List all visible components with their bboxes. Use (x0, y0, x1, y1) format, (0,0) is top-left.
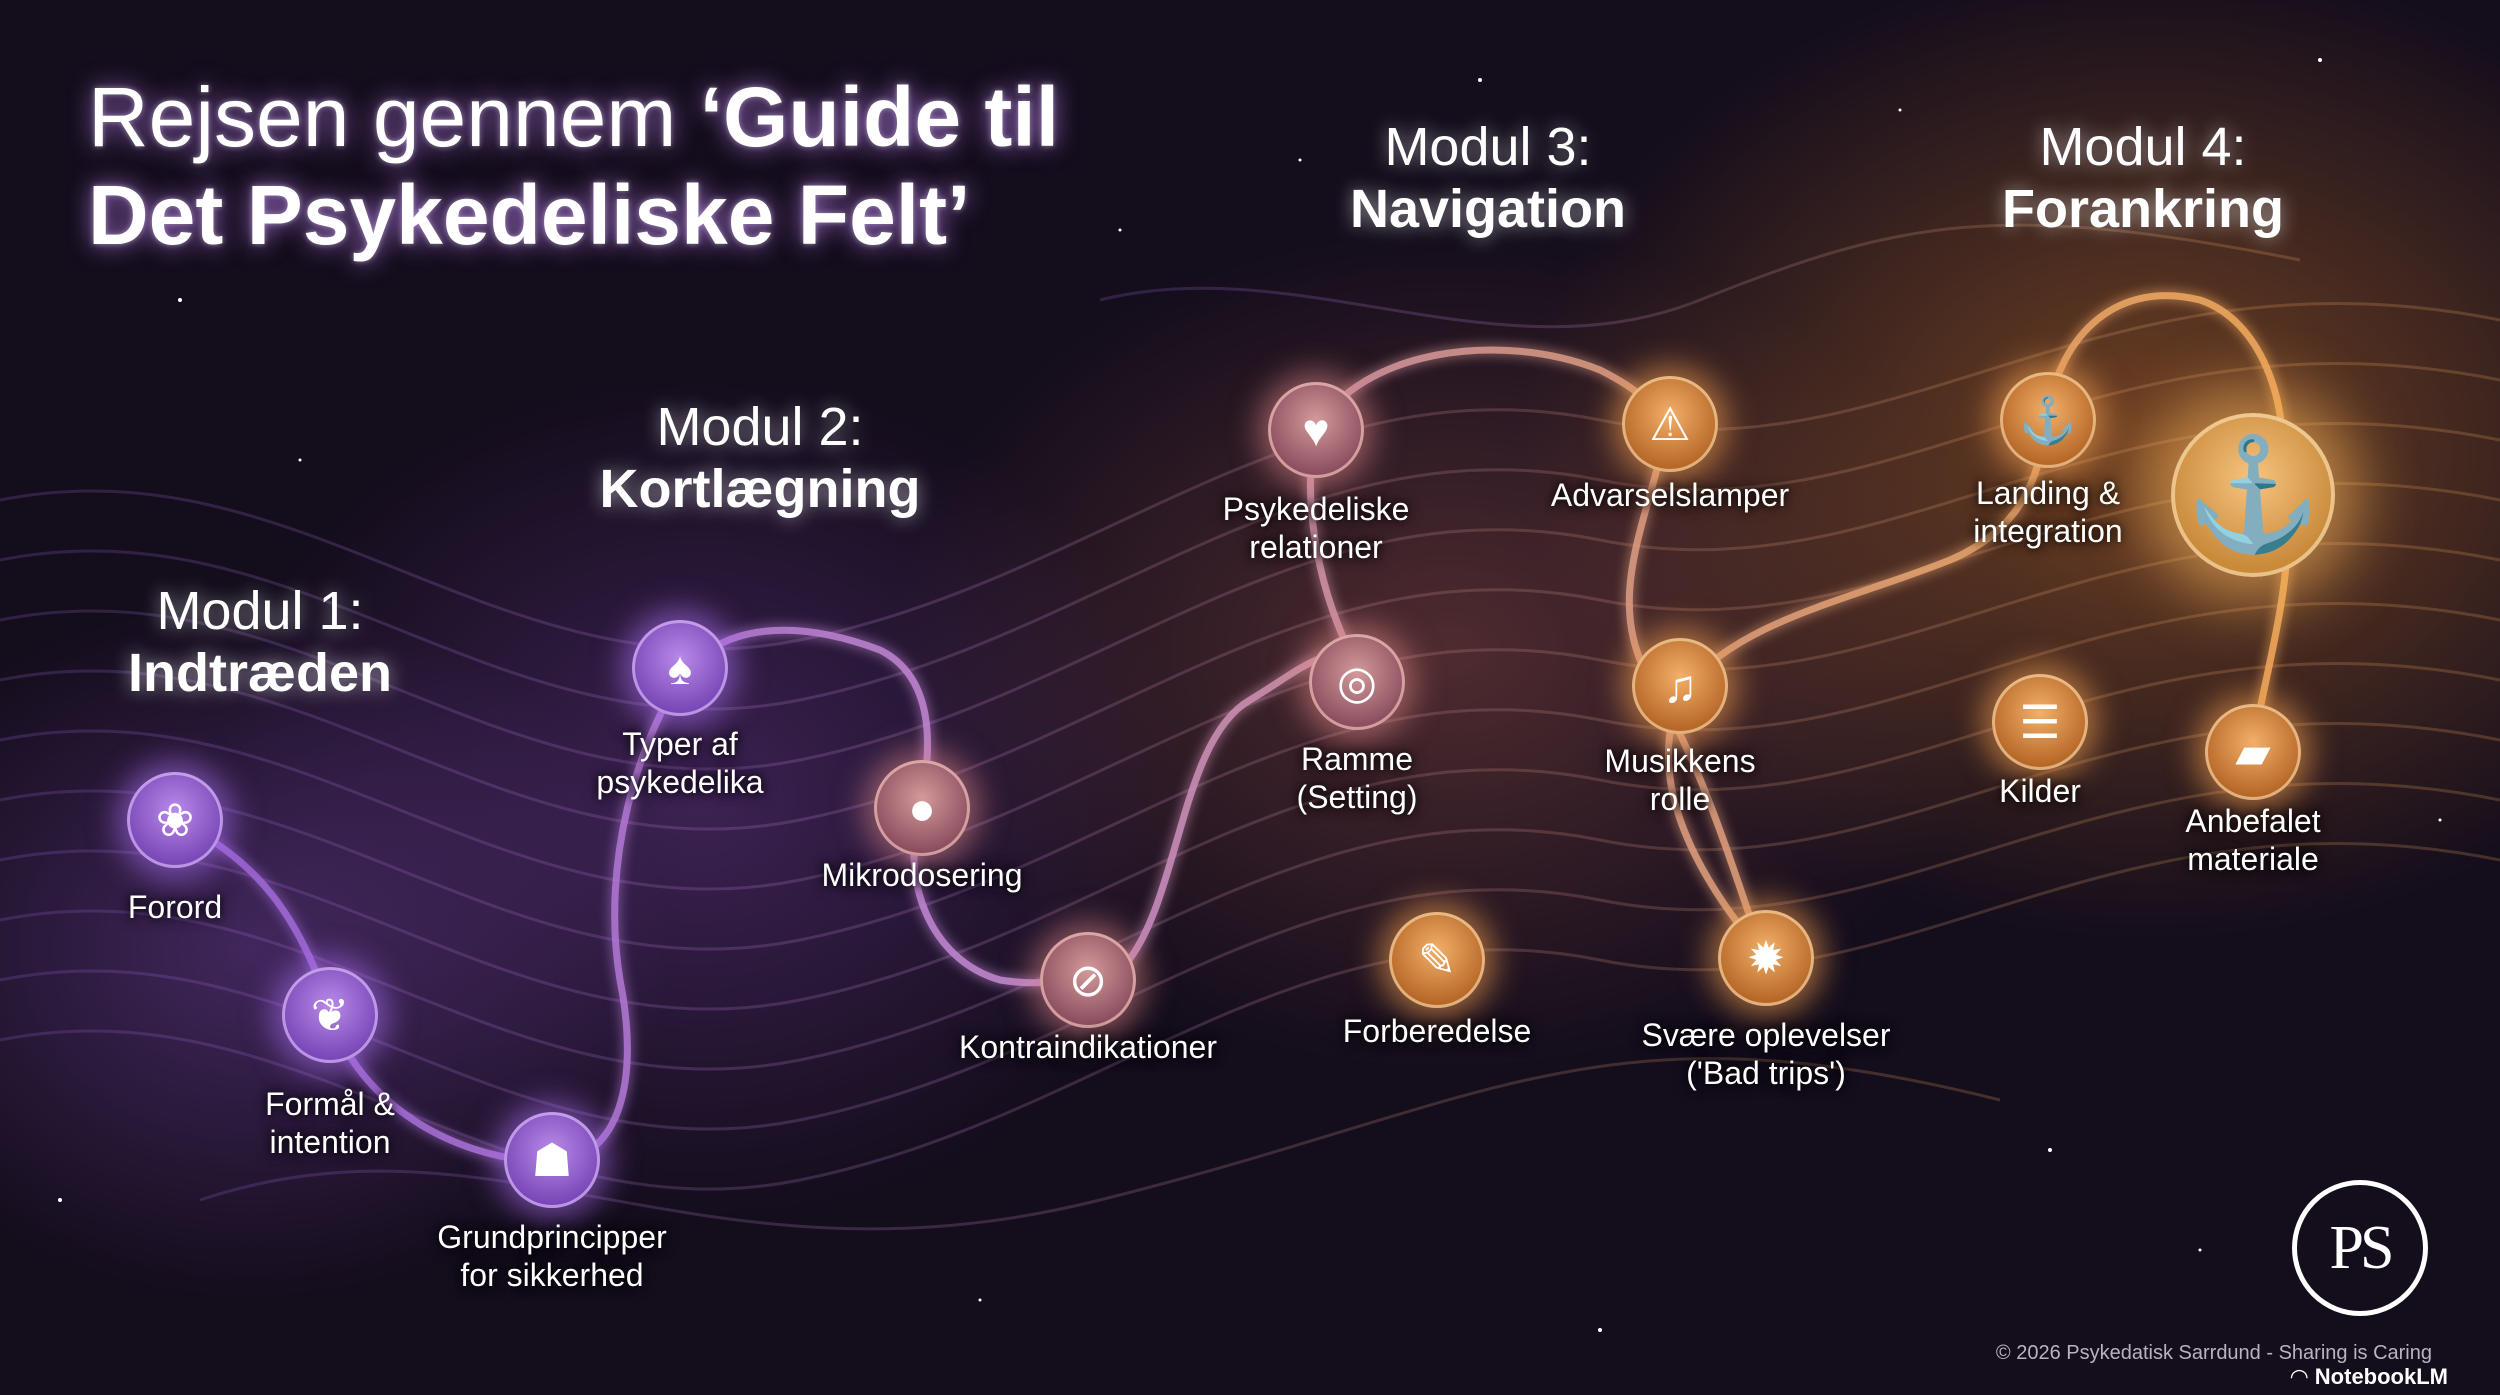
warning-icon: ⚠ (1622, 376, 1718, 472)
node-label: Anbefalet materiale (2185, 803, 2321, 877)
node-label: Kilder (1999, 773, 2081, 809)
node-label: Typer af psykedelika (596, 726, 764, 800)
node-label: Psykedeliske relationer (1222, 491, 1410, 565)
node-label: Musikkens rolle (1604, 743, 1756, 817)
node-label: Svære oplevelser ('Bad trips') (1641, 1017, 1891, 1091)
frame-icon: ◎ (1309, 634, 1405, 730)
heart-icon: ♥ (1268, 382, 1364, 478)
journey-path (173, 292, 2292, 1166)
module-4-name: Forankring (2001, 179, 2285, 239)
node-label: Kontraindikationer (959, 1029, 1217, 1065)
node-label: Formål & intention (265, 1086, 395, 1160)
node-label: Mikrodosering (821, 857, 1023, 893)
brand-label: NotebookLM (2314, 1364, 2448, 1389)
book-icon: ▰ (2205, 704, 2301, 800)
node-label: Forord (127, 889, 223, 925)
notebooklm-icon: ◠ (2289, 1364, 2309, 1389)
module-3-label: Modul 3: (1384, 117, 1592, 177)
anchor-small-icon: ⚓ (2000, 372, 2096, 468)
node-label: Ramme (Setting) (1296, 741, 1418, 815)
node-label: Grundprincipper for sikkerhed (437, 1219, 667, 1293)
node-label: Forberedelse (1342, 1013, 1532, 1049)
document-icon: ☰ (1992, 674, 2088, 770)
module-2-heading: Modul 2: Kortlægning (520, 396, 1000, 520)
module-1-label: Modul 1: (156, 581, 364, 641)
module-2-label: Modul 2: (656, 397, 864, 457)
burst-icon: ✹ (1718, 910, 1814, 1006)
keyhole-icon: ☗ (504, 1112, 600, 1208)
drop-icon: ● (874, 760, 970, 856)
sprout-icon: ❦ (282, 967, 378, 1063)
module-3-name: Navigation (1349, 179, 1627, 239)
page-title: Rejsen gennem ‘Guide til Det Psykedelisk… (88, 70, 1060, 262)
mushroom-icon: ♠ (632, 620, 728, 716)
module-1-name: Indtræden (128, 643, 392, 703)
notebooklm-brand: ◠NotebookLM (2290, 1364, 2448, 1390)
lotus-icon: ❀ (127, 772, 223, 868)
anchor-large-icon: ⚓ (2171, 413, 2335, 577)
tools-icon: ✎ (1389, 912, 1485, 1008)
ps-logo: PS (2292, 1180, 2428, 1316)
module-2-name: Kortlægning (599, 459, 921, 519)
node-label: Advarselslamper (1550, 477, 1790, 513)
copyright-text: © 2026 Psykedatisk Sarrdund - Sharing is… (1995, 1342, 2432, 1364)
module-4-heading: Modul 4: Forankring (1903, 116, 2383, 240)
node-label: Landing & integration (1973, 475, 2123, 549)
module-3-heading: Modul 3: Navigation (1248, 116, 1728, 240)
module-1-heading: Modul 1: Indtræden (20, 580, 500, 704)
blocked-icon: ⊘ (1040, 932, 1136, 1028)
music-note-icon: ♫ (1632, 638, 1728, 734)
module-4-label: Modul 4: (2039, 117, 2247, 177)
